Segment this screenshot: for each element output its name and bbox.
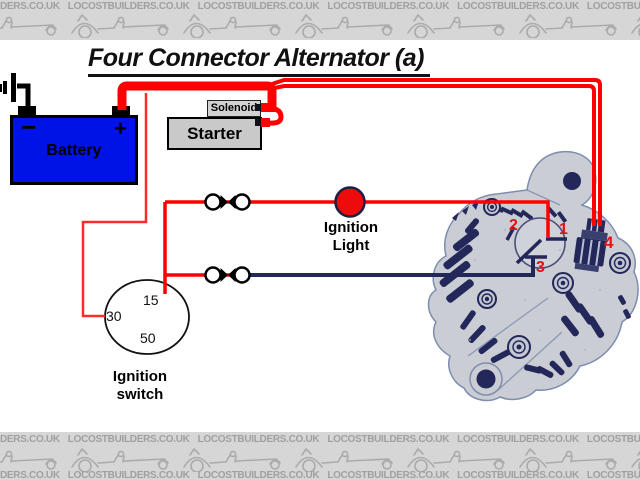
switch-terminal-50: 50 (140, 330, 156, 346)
watermark-text: LOCOSTBUILDERS.CO.UK (457, 470, 579, 480)
watermark-text-row: LOCOSTBUILDERS.CO.UK LOCOSTBUILDERS.CO.U… (0, 470, 640, 480)
battery-box: − + Battery (10, 112, 138, 185)
watermark-text: LOCOSTBUILDERS.CO.UK (67, 434, 190, 445)
watermark-text: LOCOSTBUILDERS.CO.UK (0, 470, 60, 480)
watermark-text: LOCOSTBUILDERS.CO.UK (327, 434, 450, 445)
ground-wire (17, 83, 31, 107)
watermark-text: LOCOSTBUILDERS.CO.UK (457, 434, 579, 445)
alternator-terminal-3: 3 (536, 259, 545, 276)
battery-cable-wire (117, 81, 277, 112)
battery-negative-terminal (18, 106, 36, 116)
starter-alternator-cable-wire (269, 78, 602, 226)
watermark-text-row: LOCOSTBUILDERS.CO.UK LOCOSTBUILDERS.CO.U… (0, 1, 640, 12)
watermark-text: LOCOSTBUILDERS.CO.UK (586, 434, 640, 445)
watermark-text: LOCOSTBUILDERS.CO.UK (0, 1, 60, 12)
watermark-text: LOCOSTBUILDERS.CO.UK (67, 1, 190, 12)
alternator-terminal-1: 1 (559, 221, 568, 238)
ground-icon (0, 73, 31, 107)
fuse-icon-upper (204, 193, 251, 211)
watermark-text: LOCOSTBUILDERS.CO.UK (197, 434, 320, 445)
battery-switch-wire (81, 93, 148, 318)
ignition-switch-label-line1: Ignition (112, 368, 168, 385)
watermark-text: LOCOSTBUILDERS.CO.UK (67, 470, 190, 480)
alternator-terminal-2: 2 (509, 217, 518, 234)
battery-label: Battery (46, 142, 102, 159)
page-title: Four Connector Alternator (a) (88, 44, 430, 77)
ignition-switch-label: Ignition switch (94, 368, 186, 404)
alternator-ear-hole (563, 172, 581, 190)
watermark-text: LOCOSTBUILDERS.CO.UK (457, 1, 579, 12)
ignition-light-label-line2: Light (332, 237, 370, 254)
ignition-light-icon (334, 186, 366, 218)
watermark-text: LOCOSTBUILDERS.CO.UK (197, 470, 320, 480)
ignition-light-wire (165, 200, 550, 237)
watermark-banner-bottom: LOCOSTBUILDERS.CO.UK LOCOSTBUILDERS.CO.U… (0, 432, 640, 480)
watermark-text: LOCOSTBUILDERS.CO.UK (327, 1, 450, 12)
solenoid-terminals (255, 103, 284, 127)
battery-positive-terminal (112, 106, 130, 116)
watermark-text: LOCOSTBUILDERS.CO.UK (586, 470, 640, 480)
watermark-banner-top: LOCOSTBUILDERS.CO.UK LOCOSTBUILDERS.CO.U… (0, 0, 640, 40)
watermark-text: LOCOSTBUILDERS.CO.UK (0, 434, 60, 445)
ignition-switch-label-line2: switch (116, 386, 164, 403)
starter-box: Starter (167, 117, 262, 150)
alternator-lug-hole (476, 369, 496, 389)
switch-terminal-15: 15 (143, 292, 159, 308)
ignition-light-label-line1: Ignition (323, 219, 379, 236)
battery-positive-sign: + (114, 116, 127, 141)
watermark-text: LOCOSTBUILDERS.CO.UK (586, 1, 640, 12)
watermark-text-row: LOCOSTBUILDERS.CO.UK LOCOSTBUILDERS.CO.U… (0, 434, 640, 445)
solenoid-box: Solenoid (207, 100, 261, 117)
switch-terminal-30: 30 (106, 308, 122, 324)
warning-lamp-sense-wire (230, 258, 535, 277)
fuse-icon-lower (204, 266, 251, 284)
alternator-connector-socket (505, 217, 567, 269)
watermark-text: LOCOSTBUILDERS.CO.UK (327, 470, 450, 480)
alternator-stipple (468, 228, 602, 382)
watermark-text: LOCOSTBUILDERS.CO.UK (197, 1, 320, 12)
battery-negative-sign: − (21, 112, 37, 142)
ignition-light-label: Ignition Light (305, 219, 397, 255)
alternator-terminal-4: 4 (604, 233, 614, 252)
alternator-seams (467, 189, 563, 392)
